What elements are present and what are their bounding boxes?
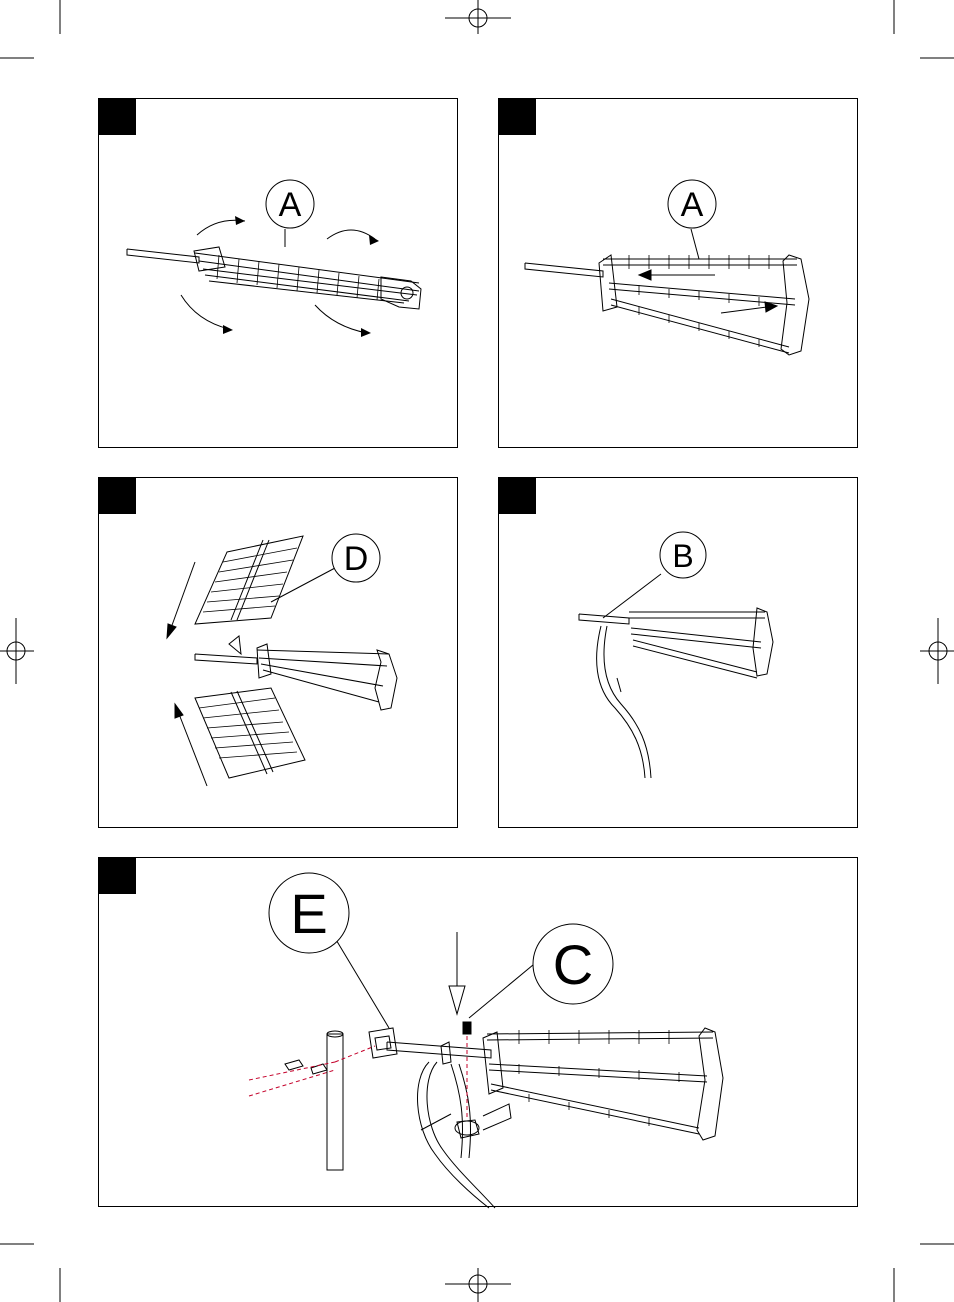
assembly-guide-lines — [249, 1022, 467, 1120]
registration-mark-icon — [0, 618, 34, 684]
svg-text:D: D — [344, 540, 369, 578]
panel-4: B — [498, 477, 858, 828]
arrow-icon — [167, 562, 207, 786]
callout-b: B — [660, 532, 706, 578]
registration-mark-icon — [445, 1268, 511, 1302]
registration-mark-icon — [445, 0, 511, 34]
registration-mark-icon — [920, 618, 954, 684]
panel-3: D — [98, 477, 458, 828]
antenna-unfolded-diagram: A — [499, 99, 859, 449]
mast-mount-diagram: E C — [99, 858, 859, 1208]
panel-1: A — [98, 98, 458, 448]
callout-e: E — [269, 873, 349, 953]
coax-cable — [418, 1062, 489, 1208]
callout-c: C — [533, 924, 613, 1004]
callout-a: A — [266, 180, 314, 228]
arrow-icon — [449, 932, 471, 1034]
panel-5: E C — [98, 857, 858, 1207]
cable-connect-diagram: B — [499, 478, 859, 829]
svg-text:E: E — [290, 882, 327, 945]
panel-2: A — [498, 98, 858, 448]
callout-d: D — [332, 534, 380, 582]
antenna-folded-diagram: A — [99, 99, 459, 449]
svg-text:B: B — [672, 538, 693, 574]
mount-bracket — [369, 1028, 397, 1058]
svg-text:A: A — [279, 186, 302, 224]
reflector-attach-diagram: D — [99, 478, 459, 829]
reflector-panel — [195, 536, 303, 624]
callout-a: A — [668, 180, 716, 228]
mast-pole — [327, 1034, 343, 1170]
svg-text:C: C — [553, 933, 593, 996]
svg-text:A: A — [681, 186, 704, 224]
